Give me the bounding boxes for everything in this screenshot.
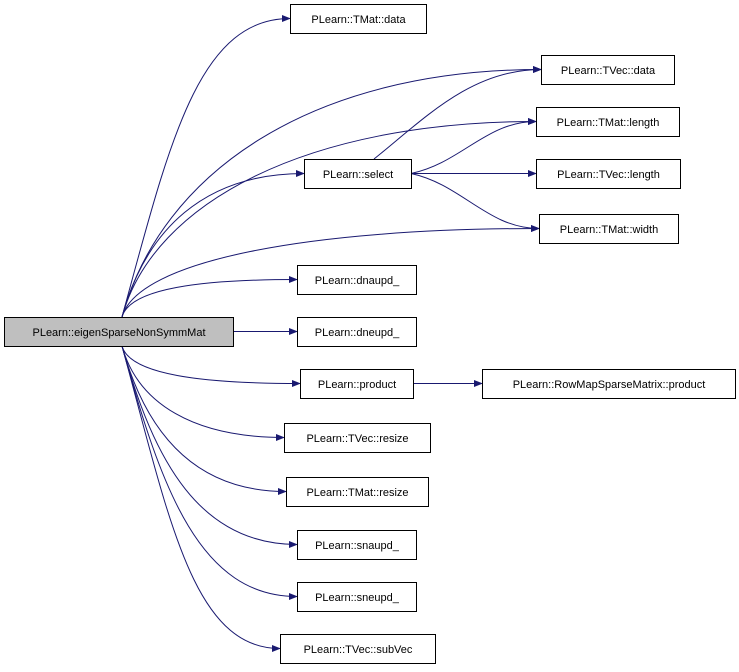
node-box bbox=[300, 369, 414, 399]
node-label: PLearn::TVec::length bbox=[557, 169, 660, 181]
edge-select-to-tmat_length bbox=[410, 117, 537, 174]
edge-root-to-snaupd bbox=[121, 345, 298, 549]
node-label: PLearn::dneupd_ bbox=[315, 327, 400, 339]
node-tmat-data[interactable]: PLearn::TMat::data bbox=[290, 4, 427, 34]
node-label: PLearn::TMat::data bbox=[311, 14, 406, 26]
node-box bbox=[539, 214, 679, 244]
node-label: PLearn::eigenSparseNonSymmMat bbox=[32, 327, 205, 339]
node-dnaupd[interactable]: PLearn::dnaupd_ bbox=[297, 265, 417, 295]
node-box bbox=[541, 55, 675, 85]
node-sneupd[interactable]: PLearn::sneupd_ bbox=[297, 582, 417, 612]
node-select[interactable]: PLearn::select bbox=[304, 159, 412, 189]
node-tmat-resize[interactable]: PLearn::TMat::resize bbox=[286, 477, 429, 507]
node-box bbox=[280, 634, 436, 664]
edge-root-to-tmat_length bbox=[121, 117, 537, 318]
nodes-layer: PLearn::eigenSparseNonSymmMatPLearn::TMa… bbox=[4, 4, 736, 664]
node-tvec-resize[interactable]: PLearn::TVec::resize bbox=[284, 423, 431, 453]
node-box bbox=[286, 477, 429, 507]
edge-root-to-select bbox=[121, 169, 305, 318]
node-box bbox=[536, 107, 680, 137]
node-tvec-length[interactable]: PLearn::TVec::length bbox=[536, 159, 681, 189]
node-label: PLearn::snaupd_ bbox=[315, 540, 400, 552]
node-box bbox=[4, 317, 234, 347]
node-label: PLearn::TVec::subVec bbox=[304, 644, 413, 656]
node-label: PLearn::TMat::resize bbox=[306, 487, 408, 499]
edge-root-to-product bbox=[121, 345, 301, 388]
node-box bbox=[297, 582, 417, 612]
node-box bbox=[297, 530, 417, 560]
node-label: PLearn::RowMapSparseMatrix::product bbox=[513, 379, 706, 391]
edges-layer bbox=[121, 14, 542, 653]
edge-root-to-tvec_resize bbox=[121, 345, 285, 442]
node-label: PLearn::TMat::length bbox=[557, 117, 660, 129]
node-box bbox=[297, 265, 417, 295]
node-box bbox=[482, 369, 736, 399]
node-label: PLearn::TVec::data bbox=[561, 65, 656, 77]
node-box bbox=[297, 317, 417, 347]
node-box bbox=[536, 159, 681, 189]
edge-select-to-tvec_data bbox=[373, 65, 542, 160]
edge-root-to-dnaupd bbox=[121, 275, 298, 318]
node-tmat-length[interactable]: PLearn::TMat::length bbox=[536, 107, 680, 137]
node-dneupd[interactable]: PLearn::dneupd_ bbox=[297, 317, 417, 347]
node-root[interactable]: PLearn::eigenSparseNonSymmMat bbox=[4, 317, 234, 347]
edge-root-to-tmat_data bbox=[121, 14, 291, 318]
node-rowmap-product[interactable]: PLearn::RowMapSparseMatrix::product bbox=[482, 369, 736, 399]
node-label: PLearn::product bbox=[318, 379, 396, 391]
node-box bbox=[284, 423, 431, 453]
edge-root-to-tmat_resize bbox=[121, 345, 287, 496]
node-subvec[interactable]: PLearn::TVec::subVec bbox=[280, 634, 436, 664]
edge-root-to-tmat_width bbox=[121, 224, 540, 318]
node-label: PLearn::dnaupd_ bbox=[315, 275, 400, 287]
node-box bbox=[290, 4, 427, 34]
node-label: PLearn::TVec::resize bbox=[306, 433, 408, 445]
edge-root-to-subvec bbox=[121, 345, 281, 653]
node-tmat-width[interactable]: PLearn::TMat::width bbox=[539, 214, 679, 244]
node-label: PLearn::TMat::width bbox=[560, 224, 658, 236]
edge-select-to-tmat_width bbox=[410, 173, 540, 233]
node-snaupd[interactable]: PLearn::snaupd_ bbox=[297, 530, 417, 560]
node-label: PLearn::sneupd_ bbox=[315, 592, 400, 604]
node-label: PLearn::select bbox=[323, 169, 393, 181]
node-tvec-data[interactable]: PLearn::TVec::data bbox=[541, 55, 675, 85]
edge-root-to-sneupd bbox=[121, 345, 298, 601]
node-product[interactable]: PLearn::product bbox=[300, 369, 414, 399]
node-box bbox=[304, 159, 412, 189]
